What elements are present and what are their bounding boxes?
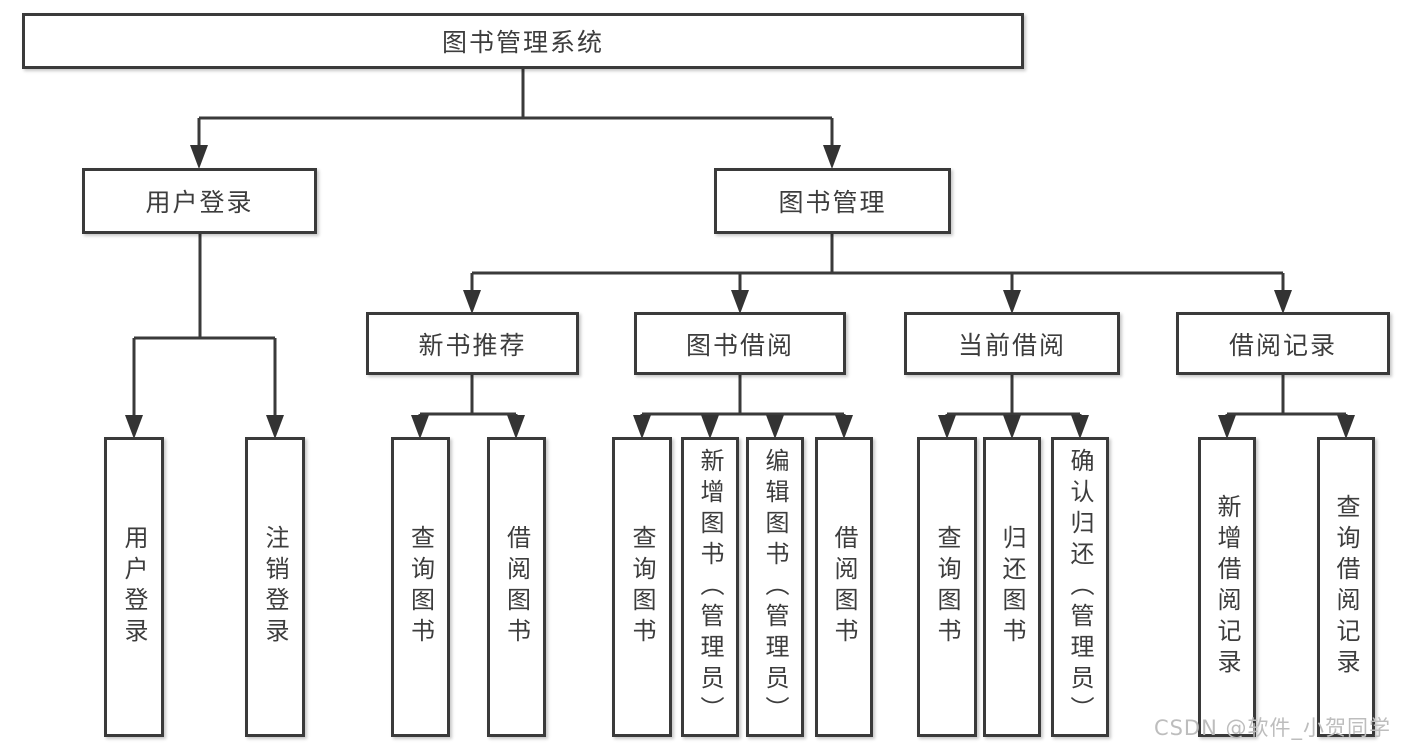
node-label: 查询图书 — [628, 525, 656, 649]
node-label: 借阅图书 — [830, 525, 858, 649]
node-query-books-recommend: 查询图书 — [391, 437, 450, 737]
node-edit-books-admin: 编辑图书（管理员） — [746, 437, 804, 737]
node-new-book-recommendation: 新书推荐 — [366, 312, 579, 375]
node-label: 借阅图书 — [502, 525, 531, 649]
node-confirm-return-admin: 确认归还（管理员） — [1051, 437, 1109, 737]
node-return-books: 归还图书 — [983, 437, 1041, 737]
arrow-heads — [125, 145, 1355, 439]
node-borrow-books-recommend: 借阅图书 — [487, 437, 546, 737]
node-add-borrow-record: 新增借阅记录 — [1198, 437, 1256, 737]
node-label: 查询借阅记录 — [1332, 494, 1360, 680]
node-label: 用户登录 — [120, 525, 148, 649]
node-label: 查询图书 — [933, 525, 961, 649]
node-logout: 注销登录 — [245, 437, 305, 737]
node-book-management-branch: 图书管理 — [714, 168, 951, 234]
node-label: 确认归还（管理员） — [1066, 447, 1094, 727]
node-label: 编辑图书（管理员） — [761, 447, 789, 727]
node-add-books-admin: 新增图书（管理员） — [681, 437, 739, 737]
node-user-login-leaf: 用户登录 — [104, 437, 164, 737]
node-borrow-books: 借阅图书 — [815, 437, 873, 737]
node-query-borrow-record: 查询借阅记录 — [1317, 437, 1375, 737]
node-query-books-borrowing: 查询图书 — [612, 437, 672, 737]
node-current-borrowing: 当前借阅 — [904, 312, 1120, 375]
node-label: 新增图书（管理员） — [696, 447, 724, 727]
node-book-borrowing: 图书借阅 — [634, 312, 846, 375]
csdn-watermark: CSDN @软件_小贺同学 — [1153, 716, 1391, 740]
node-user-login-branch: 用户登录 — [82, 168, 317, 234]
node-borrow-records: 借阅记录 — [1176, 312, 1390, 375]
node-query-books-current: 查询图书 — [917, 437, 977, 737]
node-label: 新增借阅记录 — [1213, 494, 1241, 680]
node-label: 注销登录 — [261, 525, 289, 649]
node-label: 归还图书 — [998, 525, 1026, 649]
node-library-management-system: 图书管理系统 — [22, 13, 1024, 69]
node-label: 查询图书 — [406, 525, 435, 649]
